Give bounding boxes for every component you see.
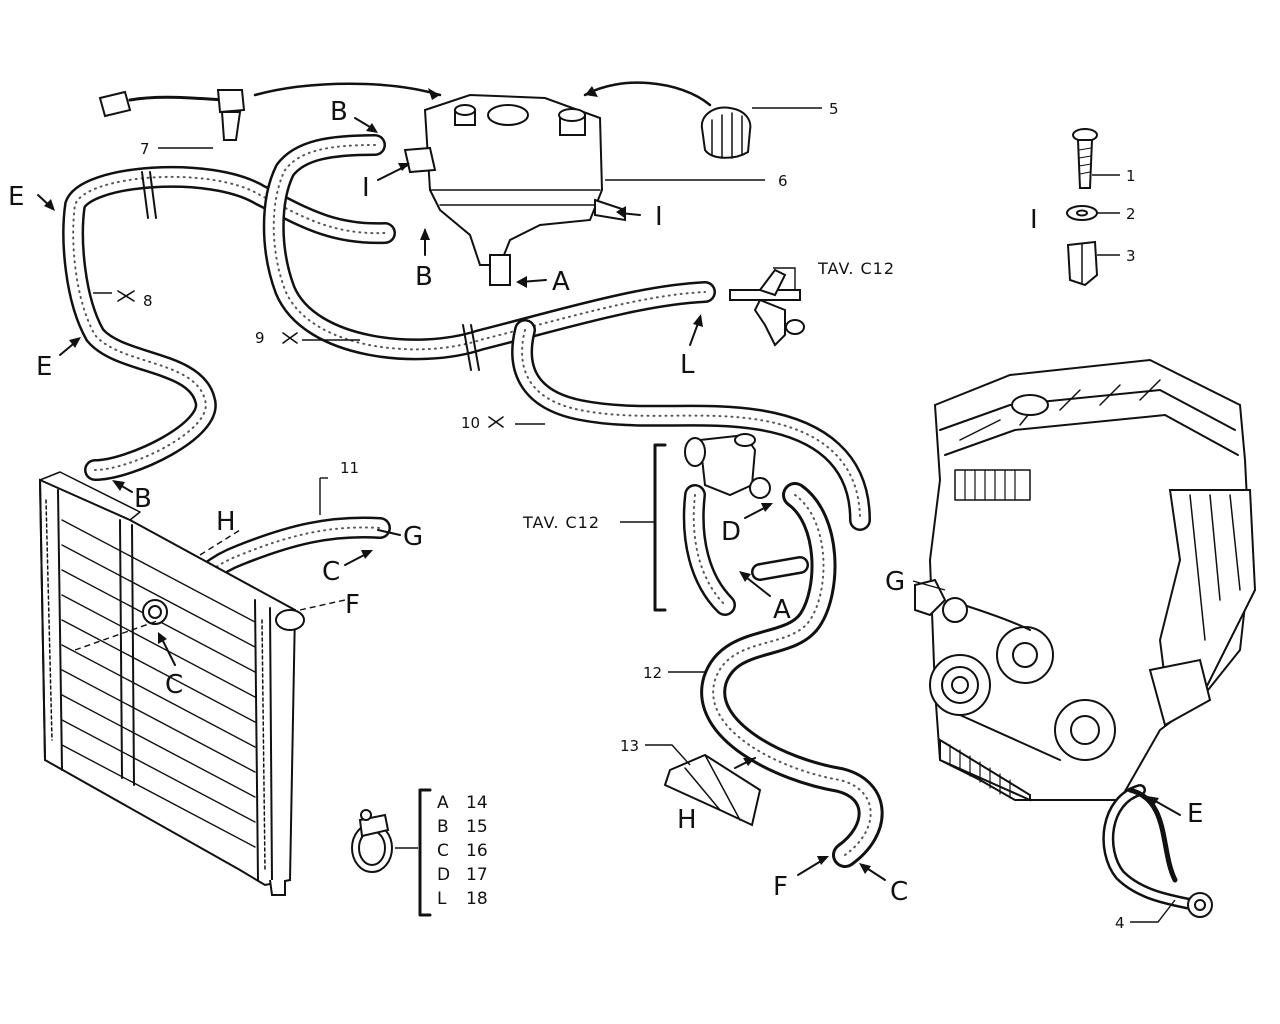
label-D: D xyxy=(721,517,741,547)
part-number-12: 12 xyxy=(643,664,662,682)
legend-letter: C xyxy=(437,841,449,861)
legend-number: 17 xyxy=(466,865,488,885)
part-number-10: 10 xyxy=(461,414,480,432)
label-G-hose: G xyxy=(403,522,423,552)
washer-icon xyxy=(1066,205,1098,221)
label-I-tank-left: I xyxy=(362,173,370,203)
part-number-8: 8 xyxy=(143,292,153,310)
label-H-radiator: H xyxy=(216,507,236,537)
temperature-sender-icon xyxy=(98,89,246,141)
label-B-tank-bottom: B xyxy=(415,262,433,292)
legend-number: 16 xyxy=(466,841,488,861)
part-number-2: 2 xyxy=(1126,205,1136,223)
legend-number: 15 xyxy=(466,817,488,837)
clamp-legend: A 14 B 15 C 16 D 17 L 18 xyxy=(437,793,488,909)
legend-letter: A xyxy=(437,793,449,813)
label-I-tank-right: I xyxy=(655,202,663,232)
hose-8 xyxy=(62,165,396,481)
label-B-tank-top: B xyxy=(330,97,348,127)
thermostat-housing-icon xyxy=(684,433,771,499)
radiator-icon xyxy=(38,471,305,896)
part-number-11: 11 xyxy=(340,459,359,477)
legend-number: 14 xyxy=(466,793,488,813)
part-number-1: 1 xyxy=(1126,167,1136,185)
label-E-top: E xyxy=(8,182,24,212)
label-F-hose: F xyxy=(773,872,788,902)
filler-cap-icon xyxy=(700,106,752,159)
label-C-radiator: C xyxy=(165,670,183,700)
hose-9 xyxy=(262,134,716,361)
drive-belt-icon xyxy=(1102,784,1213,918)
part-number-13: 13 xyxy=(620,737,639,755)
part-number-3: 3 xyxy=(1126,247,1136,265)
thermostat-bypass-hose xyxy=(682,484,736,616)
nut-icon xyxy=(1066,240,1099,287)
table-ref-top: TAV. C12 xyxy=(817,259,895,278)
part-number-5: 5 xyxy=(829,100,839,118)
label-F-radiator: F xyxy=(345,590,360,620)
part-number-9: 9 xyxy=(255,329,265,347)
label-I-hardware: I xyxy=(1030,205,1038,235)
label-A-thermostat: A xyxy=(773,595,791,625)
hose-12 xyxy=(700,482,884,868)
legend-letter: B xyxy=(437,817,449,837)
hose-clamp-icon xyxy=(351,809,393,873)
engine-icon xyxy=(914,358,1257,802)
label-L: L xyxy=(680,350,695,380)
legend-letter: L xyxy=(437,889,447,909)
callout-arrows xyxy=(37,117,1181,881)
legend-number: 18 xyxy=(466,889,488,909)
legend-letter: D xyxy=(437,865,450,885)
cut-marks xyxy=(141,171,480,371)
expansion-tank-icon xyxy=(403,93,626,286)
label-E-left: E xyxy=(36,352,52,382)
label-G-engine: G xyxy=(885,567,905,597)
part-number-4: 4 xyxy=(1115,914,1125,932)
part-number-7: 7 xyxy=(140,140,150,158)
bracket-icon xyxy=(729,268,805,347)
part-number-6: 6 xyxy=(778,172,788,190)
label-C-hose-bottom: C xyxy=(890,877,908,907)
hose-10 xyxy=(511,319,871,531)
label-A-tank: A xyxy=(552,267,570,297)
bolt-icon xyxy=(1072,128,1098,189)
label-E-belt: E xyxy=(1187,799,1203,829)
hose-sleeve-icon xyxy=(663,753,762,827)
small-hose-a xyxy=(751,556,809,581)
label-C-hose: C xyxy=(322,557,340,587)
label-H-sleeve: H xyxy=(677,805,697,835)
label-B-radiator: B xyxy=(134,484,152,514)
table-ref-middle: TAV. C12 xyxy=(522,513,600,532)
